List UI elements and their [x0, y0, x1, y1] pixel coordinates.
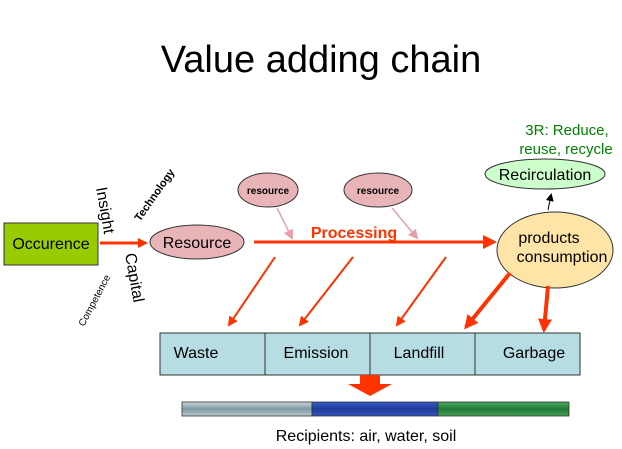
- output-landfill-box: [369, 332, 476, 376]
- output-landfill-label: Landfill: [394, 345, 445, 362]
- recipients-bar-water: [311, 401, 439, 417]
- page-title: Value adding chain: [161, 39, 481, 81]
- products-label-line1: products: [518, 230, 579, 247]
- occurence-box: [3, 222, 99, 266]
- waste-arrow-3: [395, 256, 447, 327]
- threer-line1: 3R: Reduce,: [525, 122, 608, 139]
- products-label-line2: consumption: [517, 249, 608, 266]
- landfill-arrow: [464, 271, 512, 330]
- recirculation-label: Recirculation: [499, 167, 591, 184]
- waste-arrow-1: [227, 256, 276, 327]
- products-consumption-node: [496, 211, 614, 289]
- output-emission-label: Emission: [284, 345, 349, 362]
- output-garbage-box: [474, 332, 581, 376]
- resource-label: Resource: [163, 235, 232, 252]
- resource-input-1: [237, 172, 299, 208]
- resource-input-2-label: resource: [357, 186, 400, 197]
- recirculation-arrow: [545, 193, 554, 211]
- resource-node: [149, 224, 245, 260]
- recipients-label: Recipients: air, water, soil: [276, 428, 457, 445]
- occurence-label: Occurence: [12, 236, 89, 253]
- processing-label: Processing: [311, 225, 397, 242]
- to-recipients-arrow: [348, 375, 392, 396]
- output-emission-box: [264, 332, 371, 376]
- resource-input-2-arrow: [391, 207, 419, 240]
- resource-input-2: [343, 172, 413, 208]
- resource-input-1-arrow: [276, 207, 293, 240]
- recipients-bar-air: [181, 401, 313, 417]
- output-garbage-label: Garbage: [503, 345, 565, 362]
- waste-arrow-2: [298, 256, 354, 327]
- output-waste-label: Waste: [174, 345, 219, 362]
- recirculation-node: [484, 158, 606, 190]
- competence-label: Competence: [77, 273, 114, 329]
- recipients-bar-soil: [437, 401, 570, 417]
- outputs-row: Waste Emission Landfill Garbage: [159, 332, 581, 376]
- resource-input-1-label: resource: [247, 186, 290, 197]
- capital-label: Capital: [121, 252, 146, 304]
- technology-label: Technology: [133, 166, 178, 223]
- threer-line2: reuse, recycle: [519, 141, 612, 158]
- recipients-bar: [181, 401, 570, 417]
- garbage-arrow: [538, 285, 552, 333]
